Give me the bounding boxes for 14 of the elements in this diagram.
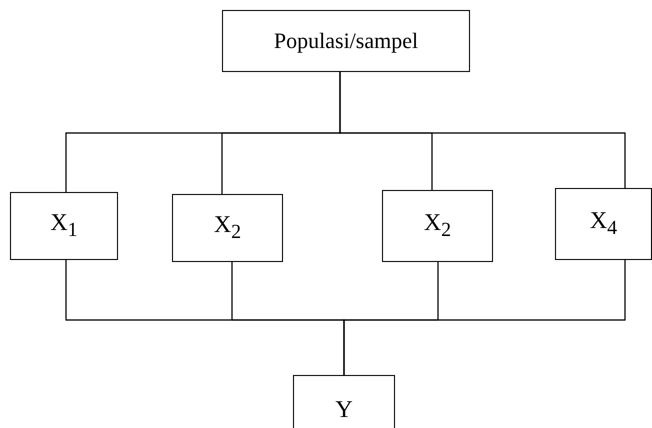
population-box bbox=[222, 10, 470, 72]
node-label: X$_{2}$ bbox=[424, 210, 452, 242]
variable-box bbox=[172, 194, 283, 262]
variable-box bbox=[555, 188, 652, 260]
variable-box bbox=[382, 190, 493, 262]
node-label: Populasi/sampel bbox=[274, 28, 418, 54]
node-label: Y bbox=[335, 396, 353, 424]
variable-box bbox=[293, 375, 395, 428]
connector-line bbox=[343, 260, 626, 375]
variable-box bbox=[10, 192, 118, 260]
connector-line bbox=[339, 72, 626, 188]
node-label: X$_{1}$ bbox=[50, 210, 78, 242]
node-label: X$_{4}$ bbox=[590, 208, 618, 240]
node-label: X$_{2}$ bbox=[214, 212, 242, 244]
